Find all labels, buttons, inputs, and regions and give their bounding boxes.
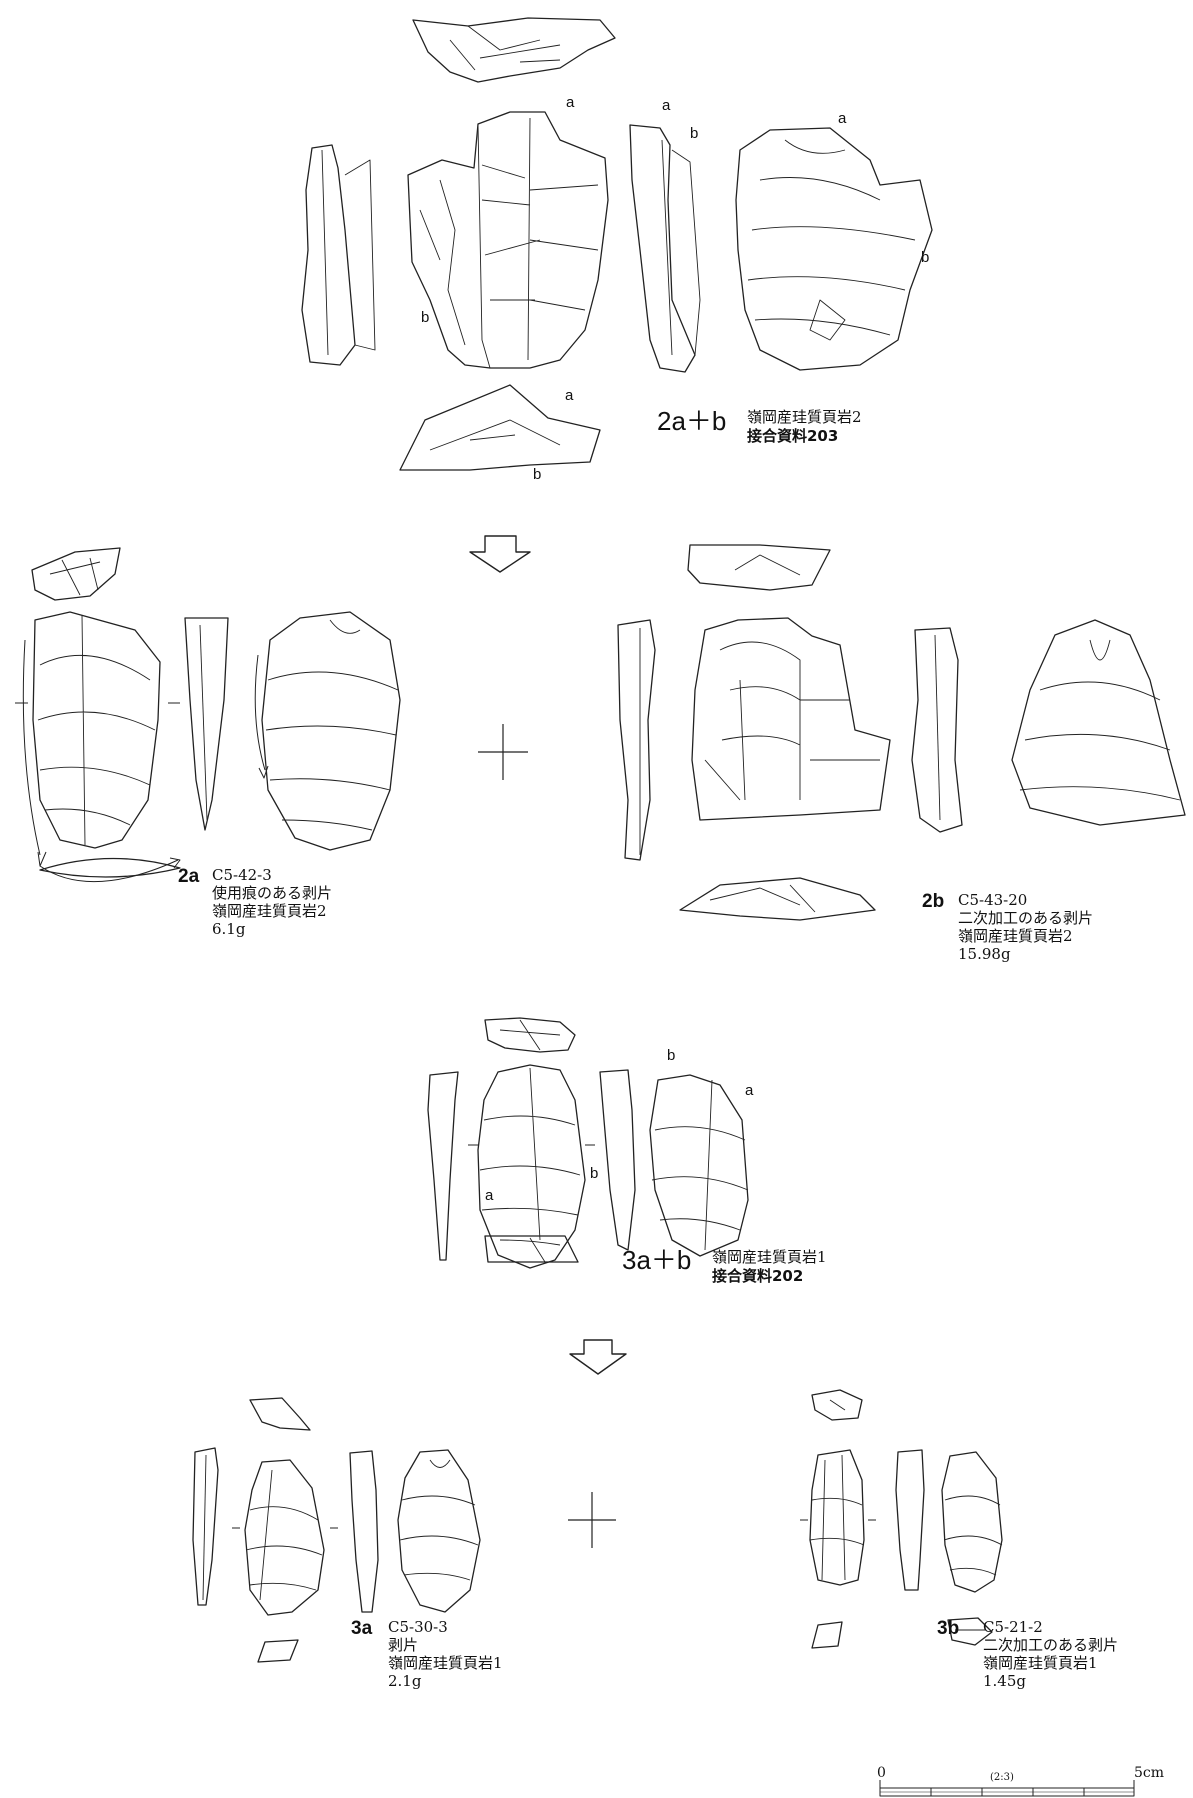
item-2a-ventral-view (261, 611, 401, 851)
down-arrow-2 (469, 535, 531, 573)
item-3a-code: C5-30-3 (388, 1618, 448, 1636)
item-2a-profile (184, 617, 229, 831)
mark-a-5: a (745, 1082, 754, 1099)
refit-202-caption: 嶺岡産珪質頁岩1 接合資料202 (712, 1248, 827, 1286)
item-2b-weight: 15.98g (958, 945, 1011, 963)
item-3a-caption: C5-30-3 剥片 嶺岡産珪質頁岩1 2.1g (388, 1618, 503, 1690)
item-3b-weight: 1.45g (983, 1672, 1027, 1690)
mark-b-1: b (690, 125, 699, 142)
mark-b-5: b (667, 1047, 676, 1064)
scale-ratio: (2:3) (990, 1772, 1014, 1783)
item-3b-caption: C5-21-2 二次加工のある剥片 嶺岡産珪質頁岩1 1.45g (983, 1618, 1118, 1690)
item-3b-platform-view (811, 1389, 863, 1421)
item-3b-id: 3b (937, 1618, 960, 1639)
mark-b-6: b (590, 1165, 599, 1182)
item-3a-type: 剥片 (388, 1636, 419, 1654)
item-3b-drawing (800, 1389, 1003, 1649)
item-3a-left-profile (192, 1447, 219, 1606)
item-3b-profile (895, 1449, 925, 1591)
plus-sign-2 (478, 724, 528, 780)
item-3a-material: 嶺岡産珪質頁岩1 (388, 1654, 503, 1672)
item-2b-code: C5-43-20 (958, 891, 1028, 909)
refit-202-material: 嶺岡産珪質頁岩1 (712, 1248, 827, 1266)
item-3a-platform-view (249, 1397, 311, 1431)
mark-a-1: a (566, 94, 575, 111)
item-2a-code: C5-42-3 (212, 866, 272, 884)
item-2a-material: 嶺岡産珪質頁岩2 (212, 902, 327, 920)
item-3a-ventral-view (397, 1449, 481, 1613)
refit-203-caption: 嶺岡産珪質頁岩2 接合資料203 (747, 408, 862, 446)
refit-203-platform-view (412, 17, 616, 83)
scale-bar (879, 1780, 1135, 1797)
scale-zero: 0 (877, 1765, 886, 1781)
item-3b-type: 二次加工のある剥片 (983, 1636, 1119, 1654)
item-2b-type: 二次加工のある剥片 (958, 909, 1094, 927)
mark-b-3: b (421, 309, 430, 326)
item-2a-dorsal-view (32, 611, 161, 849)
mark-a-3: a (838, 110, 847, 127)
refit-202-right-profile (599, 1069, 636, 1251)
item-2b-caption: C5-43-20 二次加工のある剥片 嶺岡産珪質頁岩2 15.98g (958, 891, 1093, 963)
item-2a-bottom-view (39, 857, 181, 878)
item-2b-bottom-view (679, 877, 876, 921)
item-2b-ventral-view (1011, 619, 1186, 826)
refit-202-bottom-view (484, 1235, 579, 1263)
item-3a-bottom-view (257, 1639, 299, 1663)
refit-203-bottom-view (399, 384, 601, 471)
refit-203-number: 接合資料203 (747, 427, 839, 445)
item-2a-drawing (15, 547, 401, 883)
refit-202-dorsal-view (477, 1064, 586, 1269)
refit-202-drawing (427, 1017, 749, 1269)
down-arrow-3 (569, 1339, 627, 1375)
item-2b-dorsal-view (691, 617, 891, 821)
item-2a-weight: 6.1g (212, 920, 246, 938)
item-2b-id: 2b (922, 891, 945, 912)
refit-203-ventral-view (735, 127, 933, 371)
scale-max: 5cm (1134, 1765, 1165, 1781)
item-2b-right-profile (911, 627, 963, 833)
refit-202-platform-view (484, 1017, 576, 1053)
item-2b-platform-view (687, 544, 831, 591)
item-2a-platform-view (31, 547, 121, 601)
item-3b-code: C5-21-2 (983, 1618, 1043, 1636)
refit-202-number: 接合資料202 (712, 1267, 804, 1285)
mark-a-2: a (662, 97, 671, 114)
item-3a-weight: 2.1g (388, 1672, 422, 1690)
item-3a-drawing (192, 1397, 481, 1663)
plus-sign-3 (568, 1492, 616, 1548)
item-3b-bottom-view-1 (811, 1621, 843, 1649)
refit-203-drawing (301, 17, 933, 471)
mark-b-2: b (921, 249, 930, 266)
refit-203-right-profile (629, 124, 696, 373)
item-2b-drawing (617, 544, 1186, 921)
refit-202-ventral-view (649, 1074, 749, 1257)
item-2b-material: 嶺岡産珪質頁岩2 (958, 927, 1073, 945)
mark-a-4: a (565, 387, 574, 404)
item-3b-material: 嶺岡産珪質頁岩1 (983, 1654, 1098, 1672)
item-3a-right-profile (349, 1450, 379, 1613)
item-3b-dorsal-view (809, 1449, 865, 1586)
item-3b-ventral-view (941, 1451, 1003, 1593)
item-3b-bottom-view-2 (947, 1617, 993, 1646)
item-2a-id: 2a (178, 866, 200, 887)
item-3a-dorsal-view (244, 1459, 325, 1616)
refit-202-label: 3a＋b (622, 1245, 692, 1275)
refit-203-dorsal-view (407, 111, 609, 369)
refit-203-label: 2a＋b (657, 406, 727, 436)
item-3a-id: 3a (351, 1618, 373, 1639)
item-2b-left-profile (617, 619, 656, 861)
refit-203-left-profile (301, 144, 356, 366)
mark-b-4: b (533, 466, 542, 483)
item-2a-type: 使用痕のある剥片 (212, 884, 333, 902)
refit-202-left-profile (427, 1071, 459, 1261)
refit-203-material: 嶺岡産珪質頁岩2 (747, 408, 862, 426)
mark-a-6: a (485, 1187, 494, 1204)
item-2a-caption: C5-42-3 使用痕のある剥片 嶺岡産珪質頁岩2 6.1g (212, 866, 332, 938)
